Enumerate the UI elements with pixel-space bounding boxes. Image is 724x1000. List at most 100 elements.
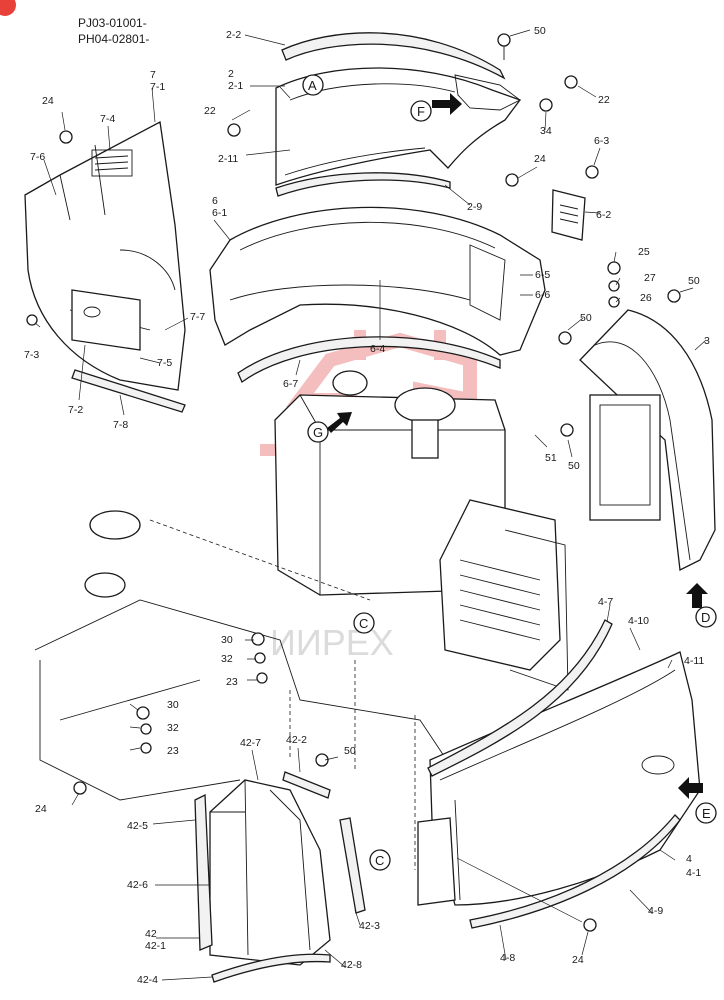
seal-strip-42-2 [282, 771, 331, 799]
svg-text:F: F [417, 104, 425, 119]
svg-text:G: G [313, 425, 323, 440]
label-50-e: 50 [344, 745, 356, 757]
label-7-7: 7-7 [190, 311, 205, 323]
label-4: 4 [686, 853, 692, 865]
hinge-4 [417, 817, 456, 906]
washer-34 [539, 98, 553, 112]
counterweight-ring-1 [89, 510, 141, 540]
svg-text:C: C [359, 616, 368, 631]
callout-f: F [410, 100, 432, 122]
label-42-5: 42-5 [127, 820, 148, 832]
label-23-b: 23 [167, 745, 179, 757]
bolt-50-top [497, 33, 511, 47]
label-30-b: 30 [167, 699, 179, 711]
bolt-22-right [564, 75, 578, 89]
label-26: 26 [640, 292, 652, 304]
counterweight-ring-2 [84, 572, 126, 598]
label-7-8: 7-8 [113, 419, 128, 431]
label-34: 34 [540, 125, 552, 137]
bolt-23-a [256, 672, 268, 684]
label-50-b: 50 [688, 275, 700, 287]
bolt-50-lower [560, 423, 574, 437]
seal-strip-42-5 [194, 793, 213, 951]
label-4-11: 4-11 [684, 655, 704, 667]
label-7-6: 7-6 [30, 151, 45, 163]
callout-d: D [695, 606, 717, 628]
label-6-1: 6-1 [212, 207, 227, 219]
tank-neck [411, 419, 439, 459]
model-code-2: PH04-02801- [78, 32, 149, 46]
bolt-7-3 [26, 314, 38, 326]
side-panel-7 [24, 120, 186, 391]
label-22-b: 22 [598, 94, 610, 106]
label-22-a: 22 [204, 105, 216, 117]
label-42-8: 42-8 [341, 959, 362, 971]
label-2-11: 2-11 [218, 153, 238, 165]
washer-30-b [136, 706, 150, 720]
frame-panel-6 [209, 206, 546, 356]
seal-strip-7-8 [71, 369, 186, 413]
hinge-bracket-f [454, 74, 521, 111]
label-25: 25 [638, 246, 650, 258]
handle-7-2 [83, 306, 101, 318]
label-4-7: 4-7 [598, 596, 613, 608]
washer-26 [608, 296, 620, 308]
seal-strip-42-4 [211, 953, 331, 983]
arrow-e [678, 777, 703, 799]
side-cover-3 [579, 309, 716, 571]
label-30-a: 30 [221, 634, 233, 646]
bolt-23-b [140, 742, 152, 754]
label-24-a: 24 [534, 153, 546, 165]
label-2-2: 2-2 [226, 29, 241, 41]
label-42-2: 42-2 [286, 734, 307, 746]
cover-6-2 [551, 189, 586, 241]
radiator-frame [504, 529, 569, 691]
label-7: 7 [150, 69, 156, 81]
label-42-4: 42-4 [137, 974, 158, 986]
label-42: 42 [145, 928, 157, 940]
label-7-1: 7-1 [150, 81, 165, 93]
bolt-22-left [227, 123, 241, 137]
grille-7-4 [91, 149, 133, 177]
callout-e: E [695, 802, 717, 824]
watermark-text: ИИРЕХ [270, 622, 394, 663]
tank-cap [394, 387, 456, 423]
corner-badge [0, 0, 16, 16]
label-6-5: 6-5 [535, 269, 550, 281]
svg-text:D: D [701, 610, 710, 625]
bolts [26, 33, 681, 932]
model-code-1: PJ03-01001- [78, 16, 147, 30]
label-42-3: 42-3 [359, 920, 380, 932]
label-51: 51 [545, 452, 557, 464]
label-6-6: 6-6 [535, 289, 550, 301]
tank-filter [332, 370, 368, 396]
label-6-3: 6-3 [594, 135, 609, 147]
label-50-d: 50 [568, 460, 580, 472]
label-50-a: 50 [534, 25, 546, 37]
panel-7-2 [71, 289, 141, 351]
label-42-6: 42-6 [127, 879, 148, 891]
bolt-50-right [667, 289, 681, 303]
label-27: 27 [644, 272, 656, 284]
callout-c-lower: C [369, 849, 391, 871]
leader-lines [34, 29, 707, 981]
svg-text:C: C [375, 853, 384, 868]
label-32-a: 32 [221, 653, 233, 665]
label-6-4: 6-4 [370, 343, 385, 355]
seal-strip-4-7 [427, 619, 613, 777]
arrow-g [327, 412, 352, 433]
arrow-f [432, 93, 462, 115]
label-24-d: 24 [572, 954, 584, 966]
label-24-b: 24 [42, 95, 54, 107]
label-24-c: 24 [35, 803, 47, 815]
label-2-1: 2-1 [228, 80, 243, 92]
callout-g: G [307, 421, 329, 443]
bolt-24-low [73, 781, 87, 795]
label-32-b: 32 [167, 722, 179, 734]
label-3: 3 [704, 335, 710, 347]
label-4-8: 4-8 [500, 952, 515, 964]
callout-c-upper: C [353, 612, 375, 634]
seal-strip-2-2 [281, 32, 506, 80]
arrow-d [686, 583, 708, 608]
label-23-a: 23 [226, 676, 238, 688]
